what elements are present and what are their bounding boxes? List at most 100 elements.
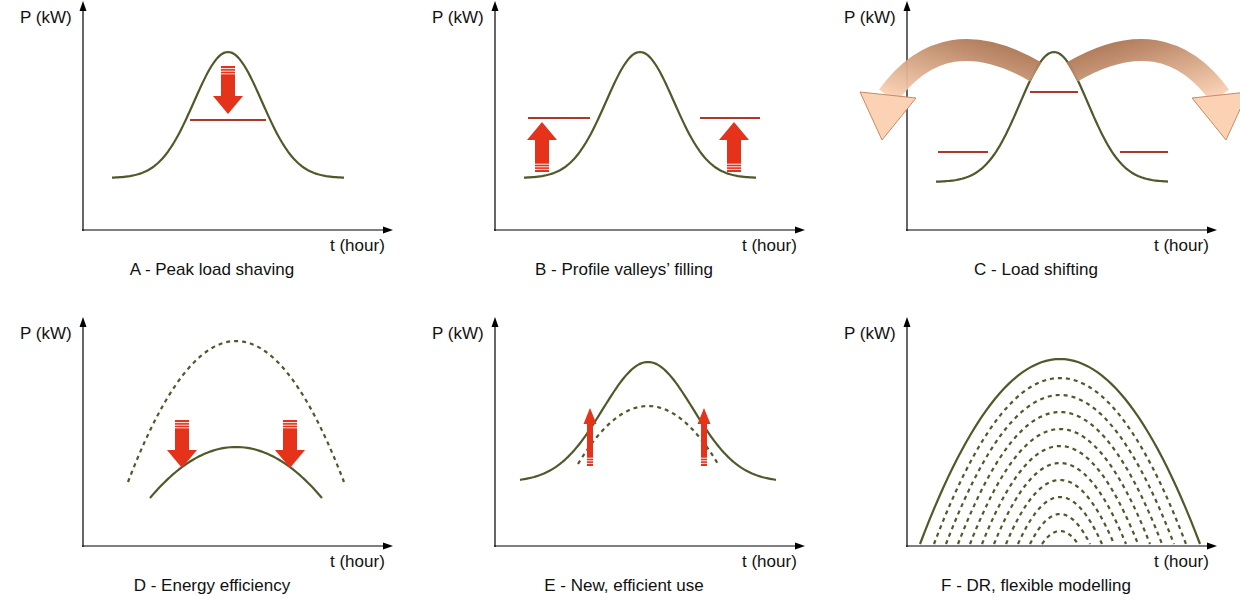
axis-arrowhead [795,227,805,234]
axis-arrowhead [1207,227,1217,234]
dr-curve [1030,514,1090,544]
shift-arrow [1072,50,1220,96]
axis-arrowhead [795,543,805,550]
block-arrow [584,408,597,466]
axis-arrowhead [492,1,499,11]
axis-arrowhead [1207,543,1217,550]
axis-label: t (hour) [330,552,385,572]
load-curve [936,52,1168,182]
target-level [1120,151,1168,153]
axis-arrowhead [383,227,393,234]
x-axis [82,545,386,546]
load-curve [520,362,776,480]
block-arrow [167,420,197,468]
arrow-stripe [701,463,707,464]
target-level [190,119,266,121]
shift-arrowhead [1192,92,1240,140]
axis-label: P (kW) [20,8,72,28]
chart-panel [904,317,1218,550]
panel-caption: B - Profile valleys’ filling [535,260,713,280]
block-arrow [698,408,711,466]
panel-caption: E - New, efficient use [544,576,703,596]
x-axis [494,229,798,230]
dr-curve [982,446,1138,544]
axis-label: t (hour) [742,236,797,256]
target-level [700,117,760,119]
axis-label: t (hour) [1154,552,1209,572]
arrow-stripe [727,169,741,170]
y-axis [494,324,495,547]
panel-caption: D - Energy efficiency [134,576,291,596]
chart-panel [492,1,806,234]
chart-panel [860,1,1240,234]
y-axis [494,8,495,231]
arrow-stripe [221,73,235,74]
dr-curve [958,412,1162,544]
block-arrow [527,122,557,172]
dr-curve [994,463,1126,544]
panel-caption: A - Peak load shaving [130,260,294,280]
panel-caption: F - DR, flexible modelling [941,576,1131,596]
arrow-stripe [535,164,549,165]
axis-label: P (kW) [20,324,72,344]
axis-label: P (kW) [844,324,896,344]
chart-panel [492,317,806,550]
arrow-stripe [535,166,549,167]
target-level [938,151,988,153]
dr-curve [934,378,1186,544]
arrow-stripe [587,460,593,461]
target-level [528,117,590,119]
arrow-stripe [701,460,707,461]
load-curve [128,341,344,482]
arrow-stripe [283,422,297,423]
arrow-stripe [587,458,593,459]
shift-arrow [888,50,1036,96]
axis-label: t (hour) [742,552,797,572]
block-arrow [213,66,243,114]
target-level [1030,91,1078,93]
dr-curve [970,429,1150,544]
panel-caption: C - Load shifting [974,260,1098,280]
y-axis [906,324,907,547]
arrow-stripe [727,164,741,165]
arrow-stripe [175,427,189,428]
shift-arrowhead [860,92,916,140]
axis-arrowhead [80,317,87,327]
x-axis [906,229,1210,230]
arrow-stripe [727,166,741,167]
axis-label: P (kW) [432,324,484,344]
axis-arrowhead [383,543,393,550]
arrow-stripe [221,68,235,69]
arrow-stripe [175,422,189,423]
axis-label: P (kW) [432,8,484,28]
load-curve [578,406,718,464]
x-axis [906,545,1210,546]
y-axis [906,8,907,231]
axis-arrowhead [492,317,499,327]
arrow-stripe [587,463,593,464]
arrow-stripe [283,425,297,426]
axis-arrowhead [904,317,911,327]
arrow-stripe [175,425,189,426]
axis-arrowhead [904,1,911,11]
load-curve [920,359,1200,544]
x-axis [82,229,386,230]
axis-label: t (hour) [330,236,385,256]
dr-curve [1006,480,1114,544]
x-axis [494,545,798,546]
block-arrow [719,122,749,172]
axis-label: P (kW) [844,8,896,28]
arrow-stripe [221,71,235,72]
axis-arrowhead [80,1,87,11]
arrow-stripe [283,427,297,428]
load-curve [112,52,344,178]
arrow-stripe [701,458,707,459]
axis-label: t (hour) [1154,236,1209,256]
dr-curve [1018,497,1102,544]
arrow-stripe [535,169,549,170]
load-curve [524,52,756,178]
block-arrow [275,420,305,468]
y-axis [82,8,83,231]
